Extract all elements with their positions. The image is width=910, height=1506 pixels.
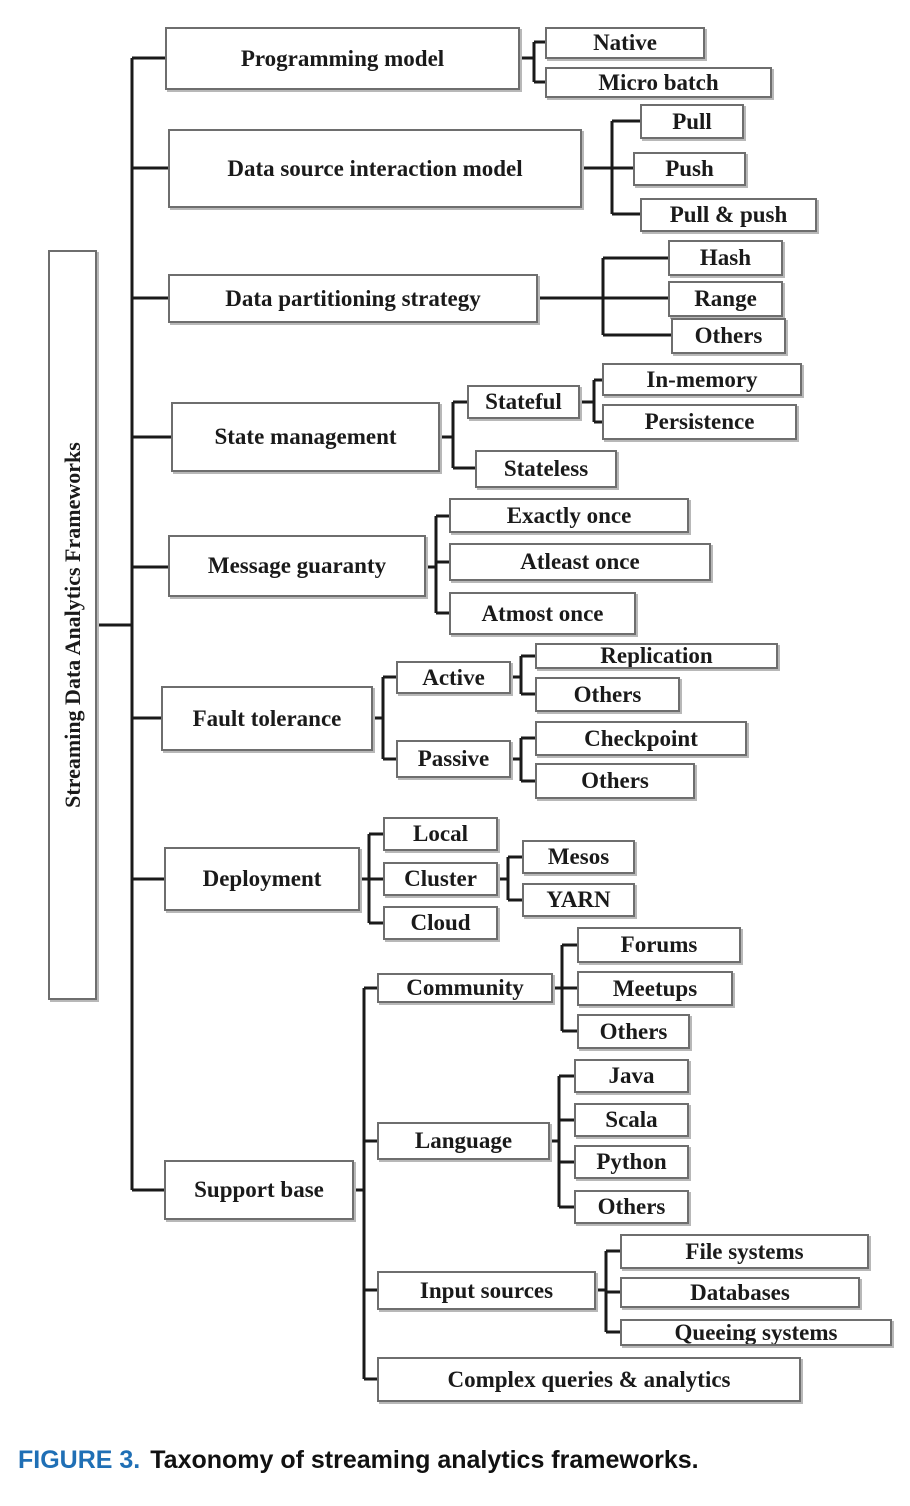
node-forums: Forums <box>577 927 741 963</box>
node-data-source-interaction-model: Data source interaction model <box>168 129 582 208</box>
node-passive: Passive <box>396 740 511 778</box>
node-atleast-once: Atleast once <box>449 543 711 581</box>
node-pull-and-push: Pull & push <box>640 198 817 232</box>
node-community: Community <box>377 973 553 1003</box>
node-stateful: Stateful <box>467 385 580 419</box>
node-databases: Databases <box>620 1277 860 1308</box>
node-active: Active <box>396 661 511 694</box>
node-message-guaranty: Message guaranty <box>168 535 426 597</box>
node-yarn: YARN <box>522 883 635 917</box>
node-deployment: Deployment <box>164 847 360 911</box>
node-language-others: Others <box>574 1190 689 1224</box>
node-complex-queries: Complex queries & analytics <box>377 1357 801 1402</box>
node-local: Local <box>383 817 498 851</box>
root-label: Streaming Data Analytics Frameworks <box>59 442 85 808</box>
node-passive-others: Others <box>535 763 695 799</box>
node-data-partitioning-strategy: Data partitioning strategy <box>168 274 538 323</box>
node-support-base: Support base <box>164 1160 354 1220</box>
node-push: Push <box>633 152 746 186</box>
node-meetups: Meetups <box>577 971 733 1006</box>
figure-caption: FIGURE 3. Taxonomy of streaming analytics… <box>18 1446 699 1475</box>
node-file-systems: File systems <box>620 1234 869 1269</box>
node-scala: Scala <box>574 1103 689 1137</box>
node-stateless: Stateless <box>475 450 617 488</box>
node-java: Java <box>574 1059 689 1093</box>
node-atmost-once: Atmost once <box>449 592 636 635</box>
node-replication: Replication <box>535 643 778 669</box>
node-cluster: Cluster <box>383 862 498 896</box>
node-in-memory: In-memory <box>602 363 802 396</box>
node-pull: Pull <box>640 104 744 139</box>
node-queeing-systems: Queeing systems <box>620 1319 892 1346</box>
node-fault-tolerance: Fault tolerance <box>161 686 373 751</box>
node-persistence: Persistence <box>602 404 797 440</box>
connector-lines <box>97 40 671 1381</box>
node-checkpoint: Checkpoint <box>535 721 747 756</box>
node-active-others: Others <box>535 677 680 712</box>
figure-label: FIGURE 3. <box>18 1446 141 1474</box>
node-native: Native <box>545 27 705 59</box>
node-partition-others: Others <box>671 318 786 354</box>
node-micro-batch: Micro batch <box>545 67 772 98</box>
taxonomy-diagram: Streaming Data Analytics Frameworks Prog… <box>48 27 892 1402</box>
node-range: Range <box>668 281 783 317</box>
node-mesos: Mesos <box>522 840 635 874</box>
root-node: Streaming Data Analytics Frameworks <box>48 250 97 1000</box>
node-programming-model: Programming model <box>165 27 520 90</box>
node-exactly-once: Exactly once <box>449 498 689 533</box>
caption-text: Taxonomy of streaming analytics framewor… <box>150 1446 699 1474</box>
node-hash: Hash <box>668 240 783 276</box>
node-input-sources: Input sources <box>377 1271 596 1310</box>
node-community-others: Others <box>577 1014 690 1049</box>
node-language: Language <box>377 1122 550 1160</box>
node-python: Python <box>574 1145 689 1179</box>
node-cloud: Cloud <box>383 906 498 940</box>
node-state-management: State management <box>171 402 440 472</box>
